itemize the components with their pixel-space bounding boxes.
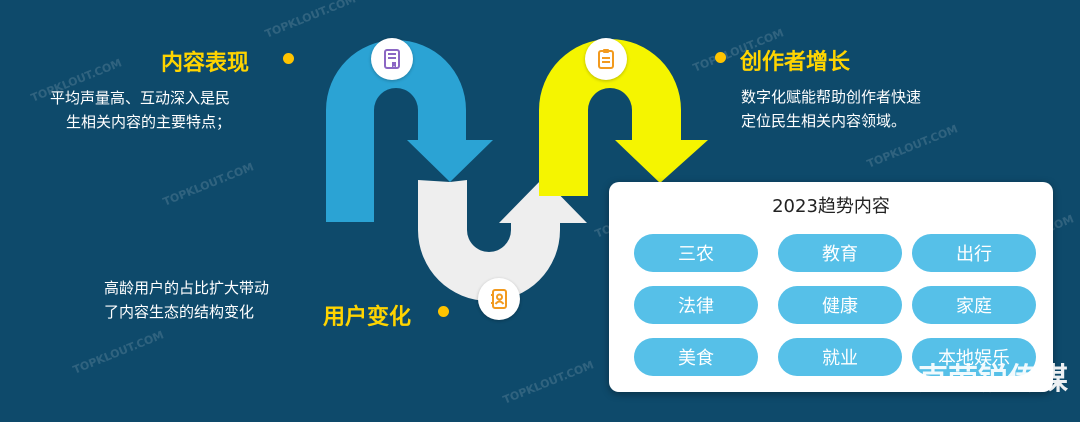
yellow-arrow xyxy=(539,39,708,196)
content-title: 内容表现 xyxy=(161,51,250,76)
blue-arrow xyxy=(326,40,493,222)
creator-desc-line: 数字化赋能帮助创作者快速 xyxy=(741,88,922,106)
trend-tag: 法律 xyxy=(634,286,758,324)
user-title: 用户变化 xyxy=(323,305,412,330)
content-desc-line: 生相关内容的主要特点； xyxy=(66,113,232,131)
creator-dot xyxy=(715,52,726,63)
grey-arrow xyxy=(418,178,587,301)
trend-tag: 家庭 xyxy=(912,286,1036,324)
trend-tag: 就业 xyxy=(778,338,902,376)
brand-logo: 克劳锐传媒 xyxy=(918,362,1068,397)
trend-tag: 本地娱乐 xyxy=(912,338,1036,376)
content-description: 平均声量高、互动深入是民 生相关内容的主要特点； xyxy=(50,86,231,134)
trend-tag: 健康 xyxy=(778,286,902,324)
trend-tag: 美食 xyxy=(634,338,758,376)
contact-book-icon xyxy=(478,278,520,320)
user-desc-line: 高龄用户的占比扩大带动 xyxy=(104,279,270,297)
document-icon xyxy=(585,38,627,80)
book-icon xyxy=(371,38,413,80)
trend-card: 2023趋势内容 三农 教育 出行 法律 健康 家庭 美食 就业 本地娱乐 xyxy=(609,182,1053,392)
user-desc-line: 了内容生态的结构变化 xyxy=(104,303,255,321)
user-dot xyxy=(438,306,449,317)
creator-desc-line: 定位民生相关内容领域。 xyxy=(741,112,907,130)
trend-tag: 出行 xyxy=(912,234,1036,272)
trend-tag: 三农 xyxy=(634,234,758,272)
creator-title: 创作者增长 xyxy=(740,50,851,75)
trend-tag: 教育 xyxy=(778,234,902,272)
trend-card-title: 2023趋势内容 xyxy=(772,196,890,217)
creator-description: 数字化赋能帮助创作者快速 定位民生相关内容领域。 xyxy=(741,85,921,133)
content-dot xyxy=(283,53,294,64)
user-description: 高龄用户的占比扩大带动 了内容生态的结构变化 xyxy=(104,276,269,324)
content-desc-line: 平均声量高、互动深入是民 xyxy=(50,89,231,107)
